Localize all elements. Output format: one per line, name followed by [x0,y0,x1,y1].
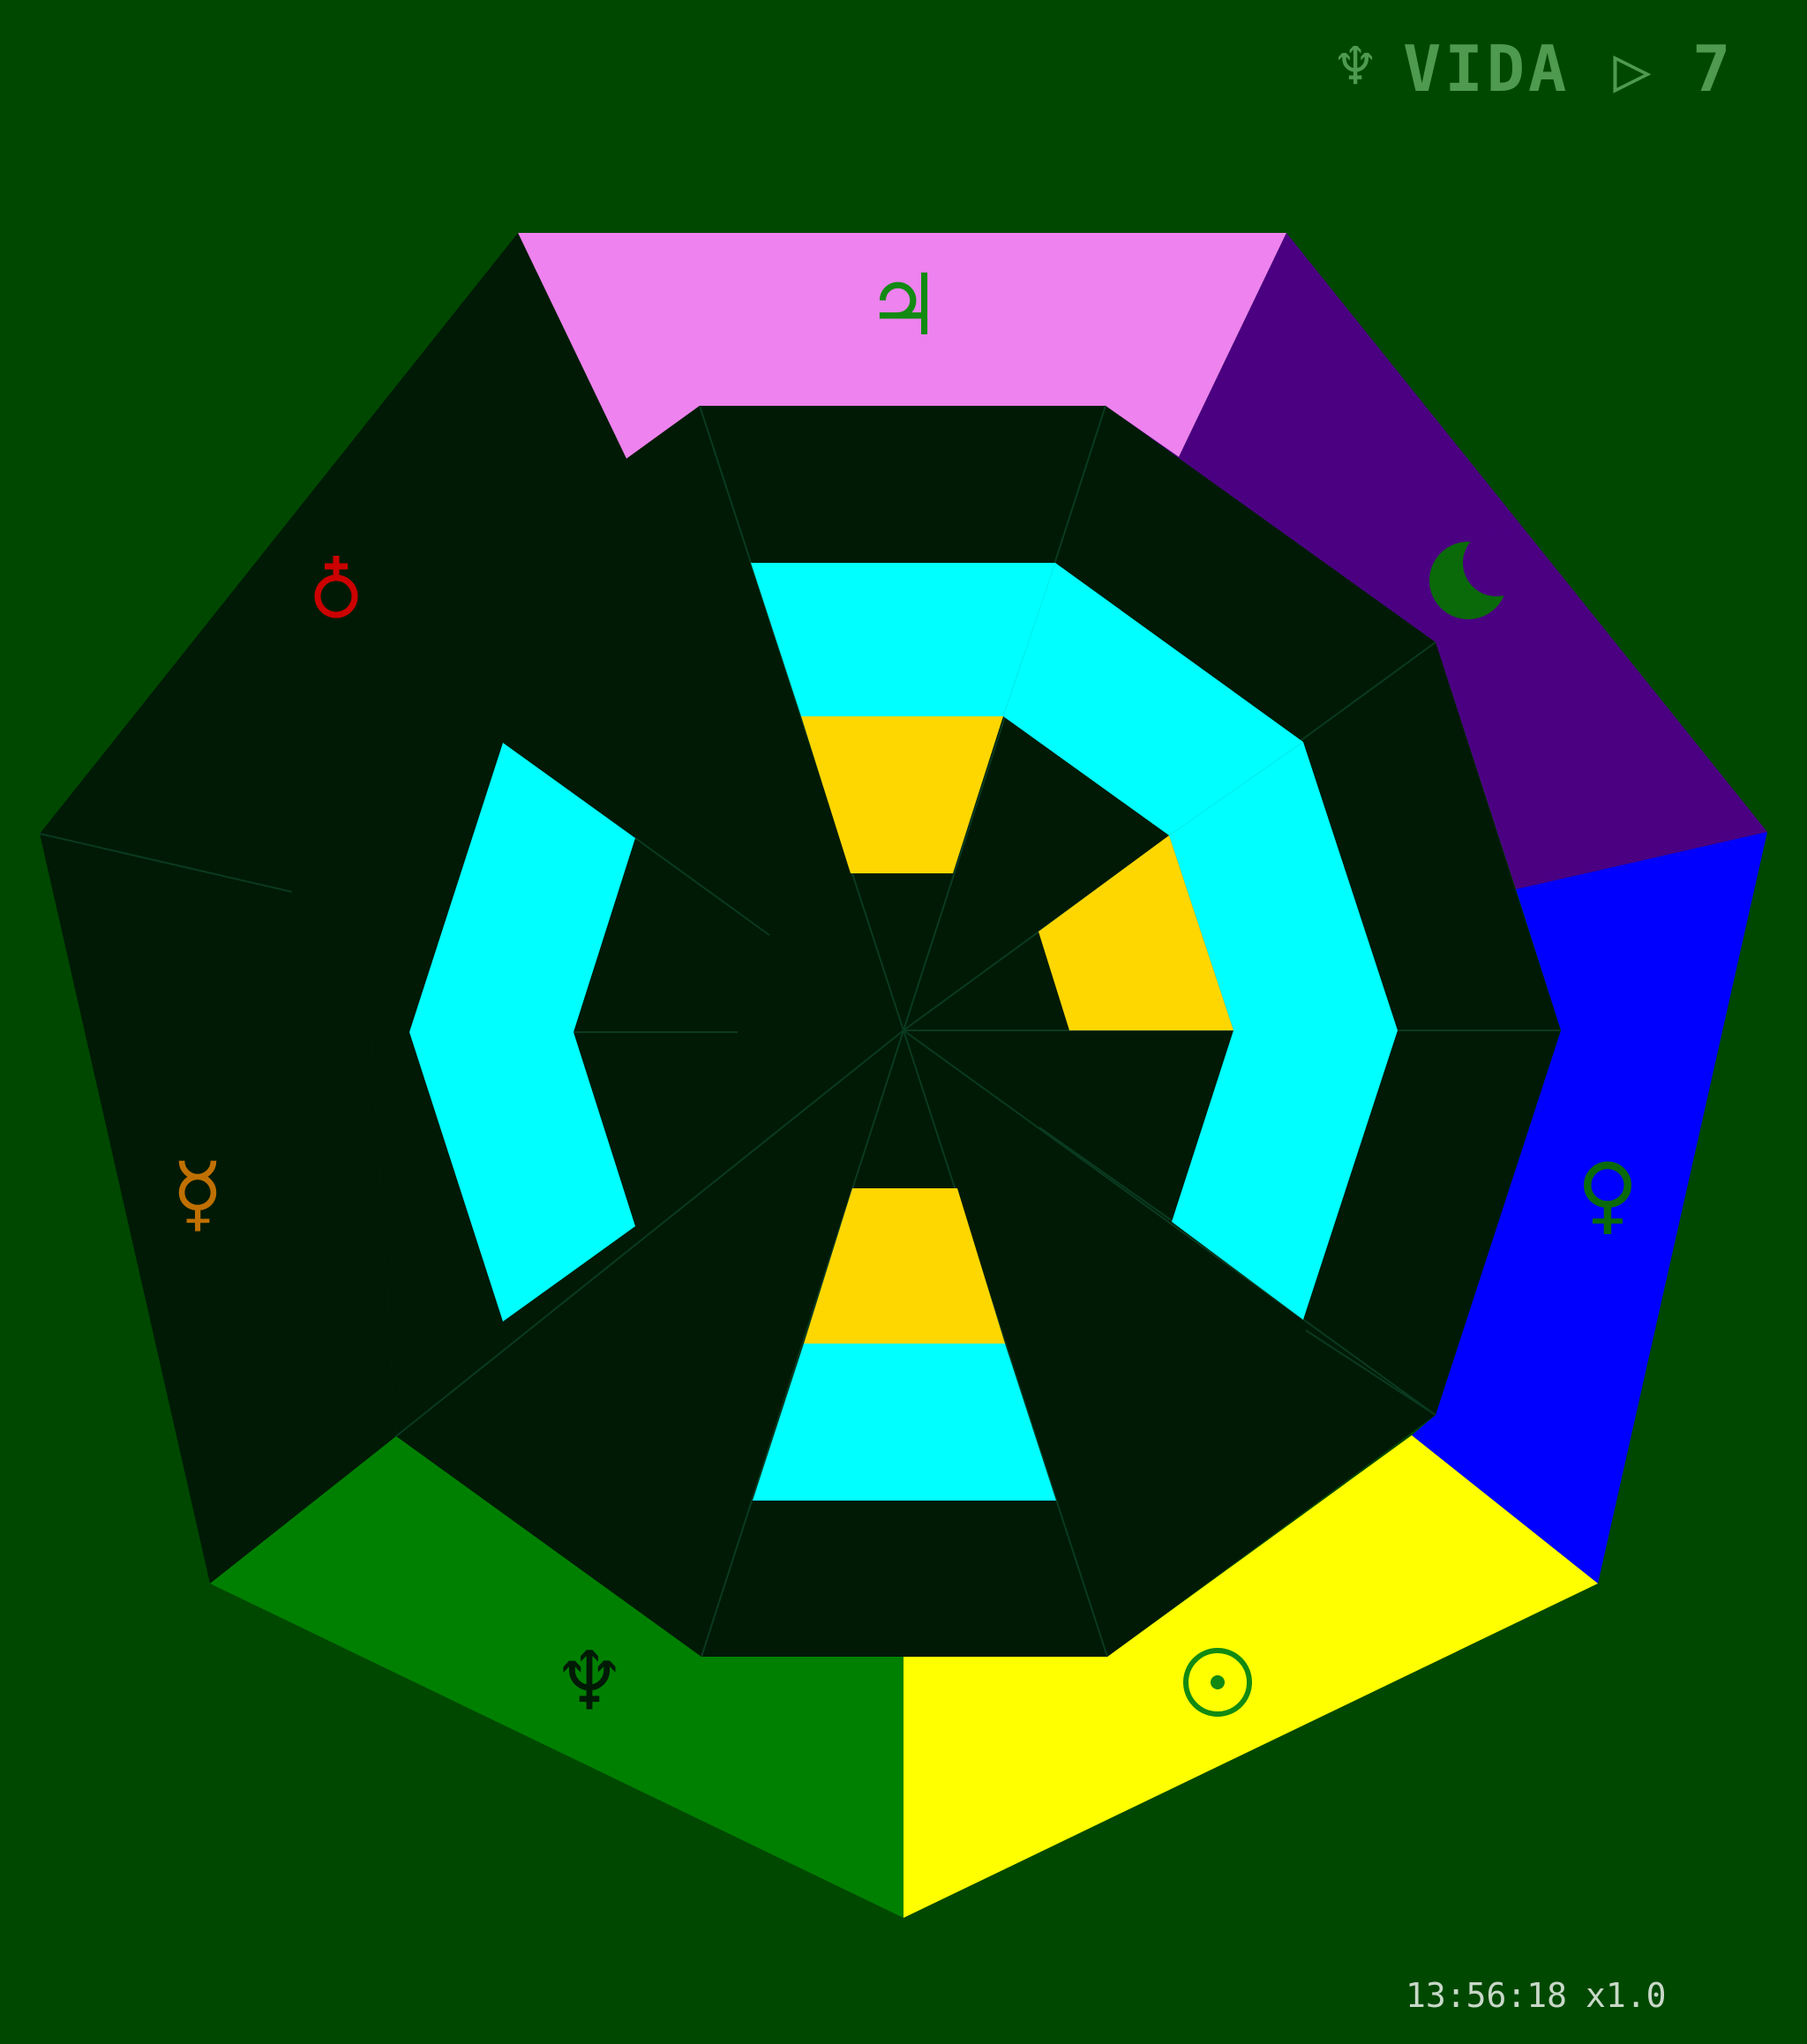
cell-cyan-left-upper[interactable] [409,743,635,1032]
cell-gold-right[interactable] [1038,835,1233,1030]
cell-cyan-right-lower[interactable] [1172,1030,1398,1320]
play-icon[interactable]: ▷ [1613,32,1654,106]
level-number: 7 [1692,32,1734,106]
venus-icon: ♀ [1577,1145,1638,1244]
mars-icon [314,556,358,618]
sun-icon [1183,1648,1252,1717]
planet-ring [40,233,1767,1918]
segment-venus[interactable] [1412,832,1767,1584]
level-glyph-icon: ♆ [1336,29,1377,103]
segment-neptune[interactable] [210,1436,904,1918]
cell-cyan-right-upper[interactable] [1169,742,1398,1030]
cell-cyan-top[interactable] [751,563,1055,716]
segment-jupiter[interactable] [518,233,1286,459]
speed-indicator[interactable]: x1.0 [1586,1976,1667,2015]
cell-cyan-top-right[interactable] [1003,563,1303,835]
moon-icon [1429,529,1530,619]
hud-footer: 13:56:18 x1.0 [1406,1976,1667,2015]
mercury-icon: ☿ [172,1144,224,1243]
cell-gold-top[interactable] [801,716,1003,873]
planet-symbols: ♃ ♀ ♆ ☿ [172,256,1639,1729]
jupiter-icon: ♃ [866,256,941,355]
cell-cyan-bottom[interactable] [753,1344,1056,1501]
clock: 13:56:18 [1406,1976,1567,2015]
hud-header: ♆ VIDA ▷ 7 [1336,29,1734,106]
neptune-icon: ♆ [553,1635,626,1729]
game-title: VIDA [1403,32,1570,106]
segment-mercury[interactable] [40,834,396,1584]
cell-cyan-left-lower[interactable] [409,1032,635,1321]
inner-board [39,405,1561,1658]
cell-gold-bottom[interactable] [804,1188,1005,1344]
